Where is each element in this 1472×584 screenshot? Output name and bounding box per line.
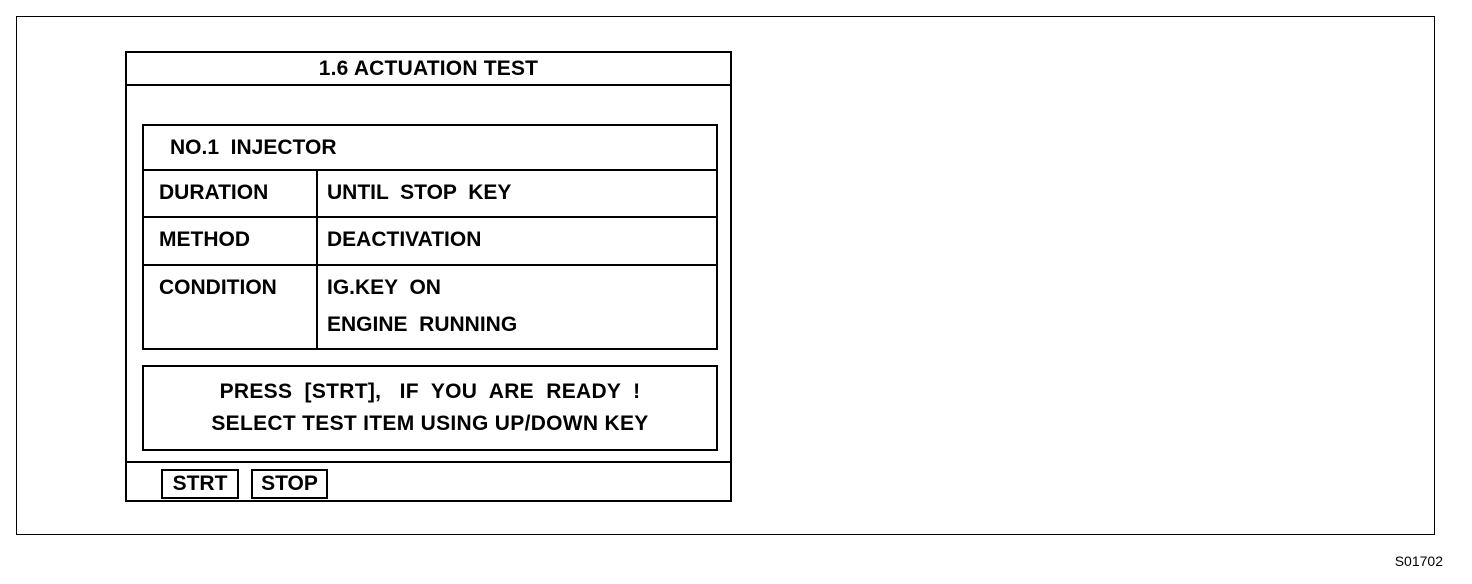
condition-label: CONDITION — [144, 266, 318, 348]
figure-code: S01702 — [1394, 553, 1443, 569]
method-label: METHOD — [144, 218, 318, 264]
instruction-message: PRESS [STRT], IF YOU ARE READY ! SELECT … — [142, 365, 718, 451]
screen-title: 1.6 ACTUATION TEST — [127, 53, 730, 86]
duration-label: DURATION — [144, 171, 318, 216]
figure-frame — [16, 16, 1435, 535]
method-row: METHOD DEACTIVATION — [144, 218, 716, 266]
method-value: DEACTIVATION — [318, 218, 716, 264]
duration-value-line: UNTIL STOP KEY — [327, 181, 512, 204]
condition-value-line-2: ENGINE RUNNING — [327, 313, 518, 336]
instruction-line-2: SELECT TEST ITEM USING UP/DOWN KEY — [211, 412, 649, 435]
tester-screen: 1.6 ACTUATION TEST NO.1 INJECTOR DURATIO… — [125, 51, 732, 502]
condition-value: IG.KEY ON ENGINE RUNNING — [318, 266, 716, 348]
strt-button[interactable]: STRT — [161, 469, 239, 499]
method-value-line: DEACTIVATION — [327, 228, 482, 251]
test-item-name: NO.1 INJECTOR — [170, 135, 337, 159]
stop-button[interactable]: STOP — [251, 469, 328, 499]
condition-value-line-1: IG.KEY ON — [327, 276, 441, 299]
duration-row: DURATION UNTIL STOP KEY — [144, 171, 716, 218]
test-info-table: NO.1 INJECTOR DURATION UNTIL STOP KEY ME… — [142, 124, 718, 350]
instruction-line-1: PRESS [STRT], IF YOU ARE READY ! — [219, 380, 641, 403]
function-key-bar: STRT STOP — [127, 461, 730, 499]
condition-row: CONDITION IG.KEY ON ENGINE RUNNING — [144, 266, 716, 348]
test-item-row[interactable]: NO.1 INJECTOR — [144, 126, 716, 171]
duration-value: UNTIL STOP KEY — [318, 171, 716, 216]
